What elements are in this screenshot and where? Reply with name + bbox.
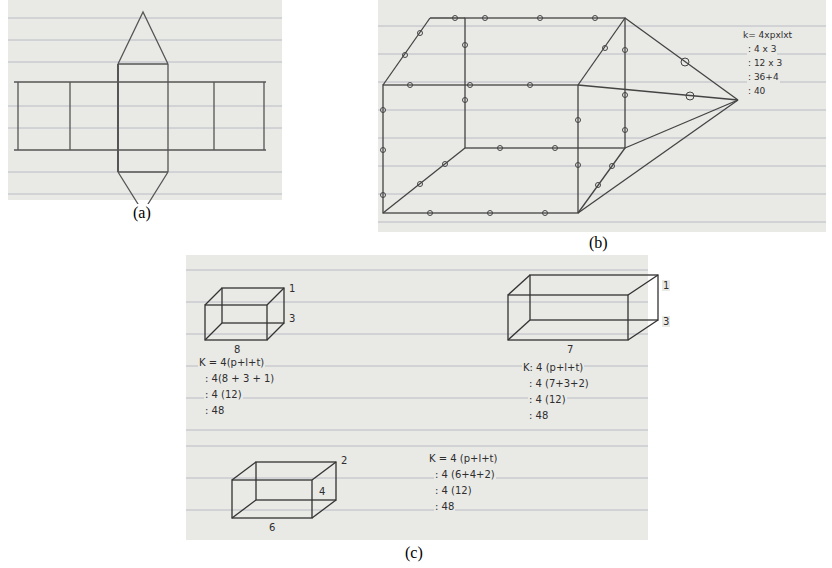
formula-line: : 4 (7+3+2) — [528, 378, 590, 389]
formula-line: : 4 (12) — [528, 394, 567, 405]
formula-line: : 4 x 3 — [747, 45, 777, 55]
dimension-value: 3 — [662, 316, 670, 327]
formula-line: : 4 (6+4+2) — [434, 469, 496, 480]
panel-a — [8, 0, 282, 212]
formula-line: : 48 — [204, 405, 225, 416]
formula-line: : 48 — [434, 501, 455, 512]
dimension-value: 2 — [340, 455, 348, 466]
dimension-value: 6 — [268, 522, 276, 533]
dimension-value: 1 — [288, 283, 296, 294]
formula-line: K = 4 (p+l+t) — [428, 453, 498, 464]
dimension-value: 8 — [233, 344, 241, 355]
formula-line: : 36+4 — [747, 73, 780, 83]
dimension-value: 7 — [566, 344, 574, 355]
formula-line: : 4 (12) — [204, 389, 243, 400]
formula-line: K: 4 (p+l+t) — [522, 362, 584, 373]
formula-line: : 4 (12) — [434, 485, 473, 496]
panel-b — [378, 0, 826, 232]
panel-caption: (a) — [132, 204, 152, 222]
panel-caption: (c) — [404, 544, 424, 562]
dimension-value: 4 — [318, 486, 326, 497]
dimension-value: 3 — [288, 313, 296, 324]
formula-line: : 40 — [747, 87, 766, 97]
formula-line: k= 4xpxlxt — [742, 31, 793, 41]
dimension-value: 1 — [662, 280, 670, 291]
formula-line: K = 4(p+l+t) — [198, 357, 265, 368]
formula-line: : 12 x 3 — [747, 59, 783, 69]
formula-line: : 4(8 + 3 + 1) — [204, 373, 275, 384]
formula-line: : 48 — [528, 410, 549, 421]
panel-caption: (b) — [588, 234, 609, 252]
panel-c — [186, 255, 658, 540]
